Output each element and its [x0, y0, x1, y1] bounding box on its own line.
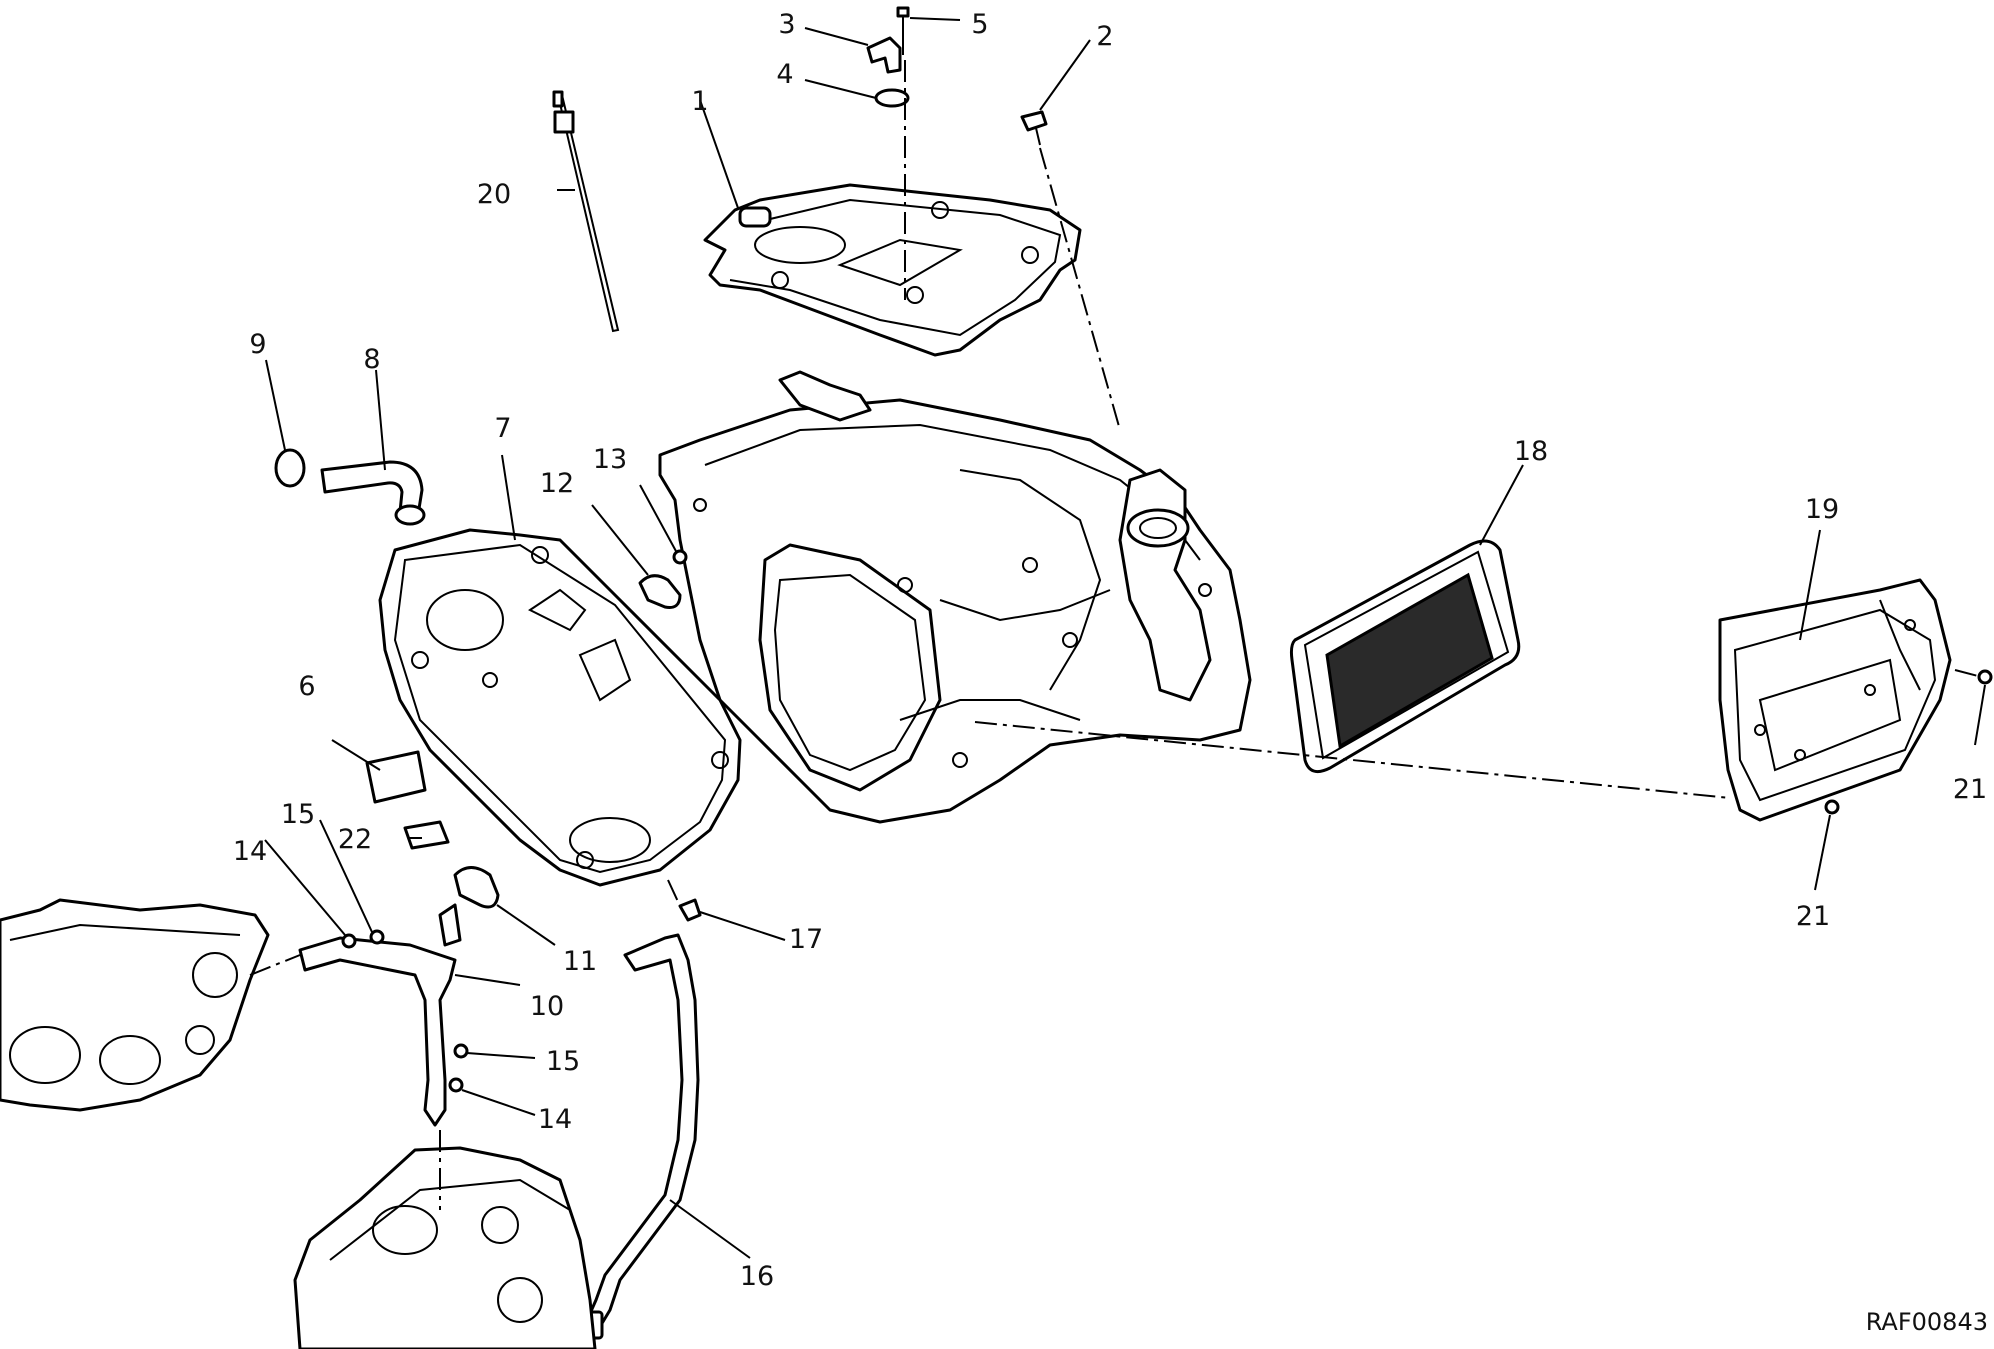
- part-16-drain-hose: [582, 933, 700, 1340]
- callout-1: 1: [691, 86, 708, 117]
- callout-21: 21: [1953, 774, 1987, 805]
- part-11-clip: [453, 866, 500, 909]
- part-6-pad: [365, 750, 427, 804]
- part-7-lower-airbox: [378, 528, 742, 887]
- callout-13: 13: [593, 444, 627, 475]
- callout-3: 3: [778, 9, 795, 40]
- part-14-screw-a: [341, 933, 357, 949]
- part-13-screw: [672, 549, 688, 565]
- callout-17: 17: [789, 924, 823, 955]
- engine-head-lower: [293, 1146, 597, 1349]
- part-1-airbox-cover: [703, 183, 1082, 357]
- part-14-screw-b: [448, 1077, 464, 1093]
- callout-15: 15: [281, 799, 315, 830]
- center-lines: [249, 60, 1979, 1210]
- part-2-screw: [1020, 110, 1048, 146]
- callout-14b: 14: [538, 1104, 572, 1135]
- callout-21b: 21: [1796, 901, 1830, 932]
- callout-4: 4: [776, 59, 793, 90]
- part-4-washer: [874, 88, 910, 108]
- callout-10: 10: [530, 991, 564, 1022]
- part-5-screw: [896, 6, 910, 55]
- callout-8: 8: [363, 344, 380, 375]
- callout-11: 11: [563, 946, 597, 977]
- callout-7: 7: [494, 413, 511, 444]
- drawing-reference: RAF00843: [1866, 1308, 1988, 1336]
- part-18-air-filter: [1289, 539, 1521, 774]
- callout-22: 22: [338, 824, 372, 855]
- part-17-clamp: [678, 898, 702, 922]
- part-21-screw-b: [1824, 799, 1840, 815]
- callout-labels: 1 2 3 4 5 6 7 8 9 10 11 12 13 14 15 16 1…: [233, 9, 1987, 1292]
- part-21-screw-a: [1977, 669, 1993, 685]
- callout-19: 19: [1805, 494, 1839, 525]
- callout-18: 18: [1514, 436, 1548, 467]
- part-20-rod: [552, 90, 620, 333]
- part-9-clamp: [274, 448, 306, 488]
- callout-16: 16: [740, 1261, 774, 1292]
- callout-2: 2: [1096, 21, 1113, 52]
- part-15-screw-a: [369, 929, 385, 945]
- leader-lines: [264, 17, 1986, 1259]
- part-10-breather-pipe: [298, 903, 462, 1127]
- callout-12: 12: [540, 468, 574, 499]
- part-22-pad: [403, 820, 450, 850]
- callout-9: 9: [249, 329, 266, 360]
- callout-5: 5: [971, 9, 988, 40]
- callout-6: 6: [298, 671, 315, 702]
- engine-head-upper: [0, 898, 270, 1112]
- part-3-elbow-fitting: [866, 36, 902, 74]
- part-19-side-panel: [1718, 578, 1952, 822]
- frame-assembly: [658, 370, 1252, 824]
- part-12-clip: [638, 574, 682, 609]
- callout-14: 14: [233, 836, 267, 867]
- callout-20: 20: [477, 179, 511, 210]
- callout-15b: 15: [546, 1046, 580, 1077]
- part-15-screw-b: [453, 1043, 469, 1059]
